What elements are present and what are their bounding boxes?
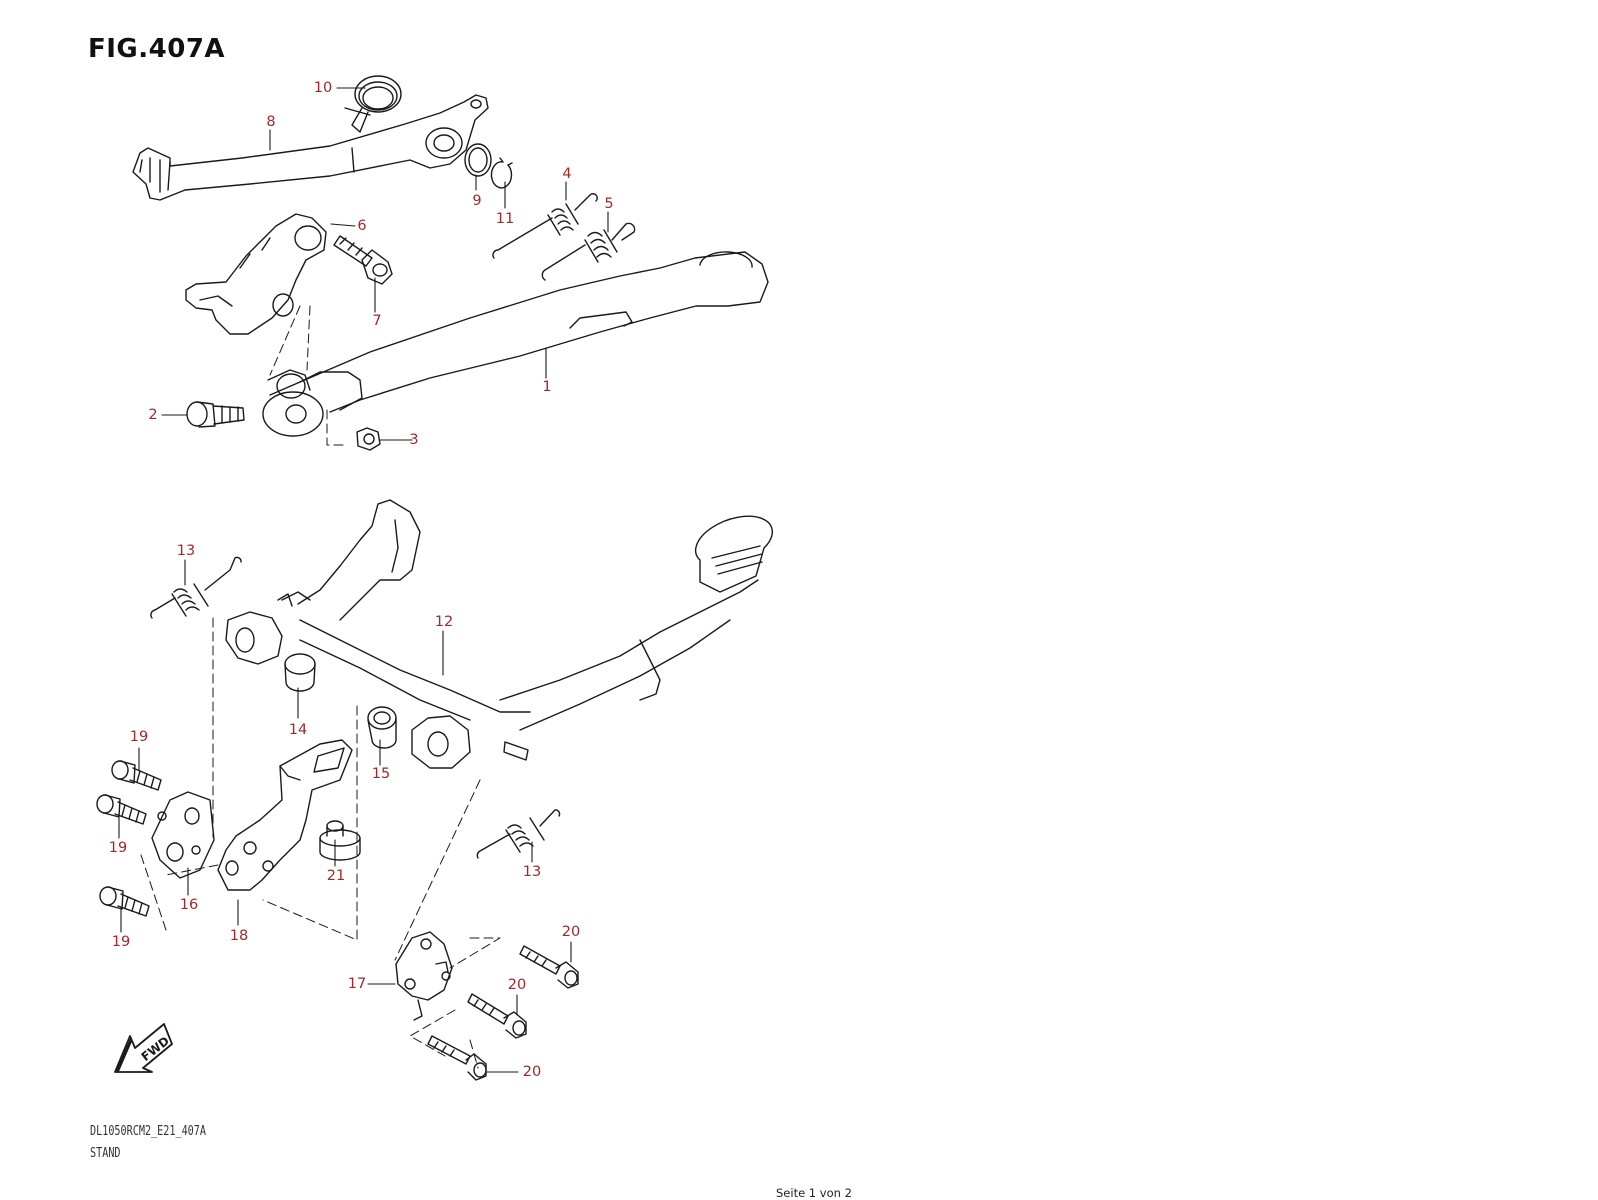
bracket-6: [185, 213, 327, 335]
leader-lines: [118, 87, 609, 1073]
callout-7: 7: [372, 312, 382, 329]
callout-4: 4: [562, 165, 572, 182]
callout-21: 21: [326, 867, 346, 884]
callout-10: 10: [313, 79, 333, 96]
bracket-16: [151, 791, 215, 879]
bolt-20-c: [427, 1035, 487, 1081]
spring-4: [492, 193, 598, 259]
callout-19-c: 19: [111, 933, 131, 950]
callout-12: 12: [434, 613, 454, 630]
spring-5: [541, 222, 636, 281]
bolt-7: [333, 235, 393, 285]
callout-17: 17: [347, 975, 367, 992]
callout-14: 14: [288, 721, 308, 738]
callout-8: 8: [266, 113, 276, 130]
fwd-arrow-icon: FWD: [114, 1023, 173, 1073]
spring-13-bottom: [476, 809, 561, 859]
callout-16: 16: [179, 896, 199, 913]
mount-21: [319, 820, 361, 861]
bolt-19-b: [96, 794, 147, 825]
model-code: DL1050RCM2_E21_407A: [90, 1124, 207, 1139]
plate-17: [395, 931, 453, 1021]
nut-3: [356, 427, 381, 451]
callout-18: 18: [229, 927, 249, 944]
bolt-19-a: [111, 760, 162, 791]
callout-1: 1: [542, 378, 552, 395]
callout-15: 15: [371, 765, 391, 782]
bush-15: [367, 706, 397, 749]
callout-13-bottom: 13: [522, 863, 542, 880]
circlip-11: [490, 157, 513, 189]
section-name: STAND: [90, 1146, 121, 1161]
bolt-20-b: [467, 993, 527, 1039]
centre-stand-12: [225, 499, 773, 769]
bolt-20-a: [519, 945, 579, 989]
spring-10: [344, 75, 402, 133]
callout-2: 2: [148, 406, 158, 423]
spring-13-top: [150, 556, 242, 619]
callout-20-c: 20: [522, 1063, 542, 1080]
page-indicator: Seite 1 von 2: [776, 1186, 852, 1200]
brake-pedal-8: [132, 94, 489, 201]
callout-11: 11: [495, 210, 515, 227]
bush-14: [284, 653, 316, 692]
assembly-lines: [140, 305, 501, 1069]
callout-19-a: 19: [129, 728, 149, 745]
callout-20-b: 20: [507, 976, 527, 993]
callout-19-b: 19: [108, 839, 128, 856]
bracket-18: [217, 739, 353, 891]
callout-9: 9: [472, 192, 482, 209]
callout-20-a: 20: [561, 923, 581, 940]
figure-title: FIG.407A: [88, 34, 226, 64]
bolt-2: [186, 401, 245, 428]
callout-3: 3: [409, 431, 419, 448]
callout-5: 5: [604, 195, 614, 212]
callout-13-top: 13: [176, 542, 196, 559]
callout-6: 6: [357, 217, 367, 234]
washer-9: [464, 143, 492, 177]
bolt-19-c: [99, 886, 150, 917]
side-stand-1: [262, 251, 769, 437]
